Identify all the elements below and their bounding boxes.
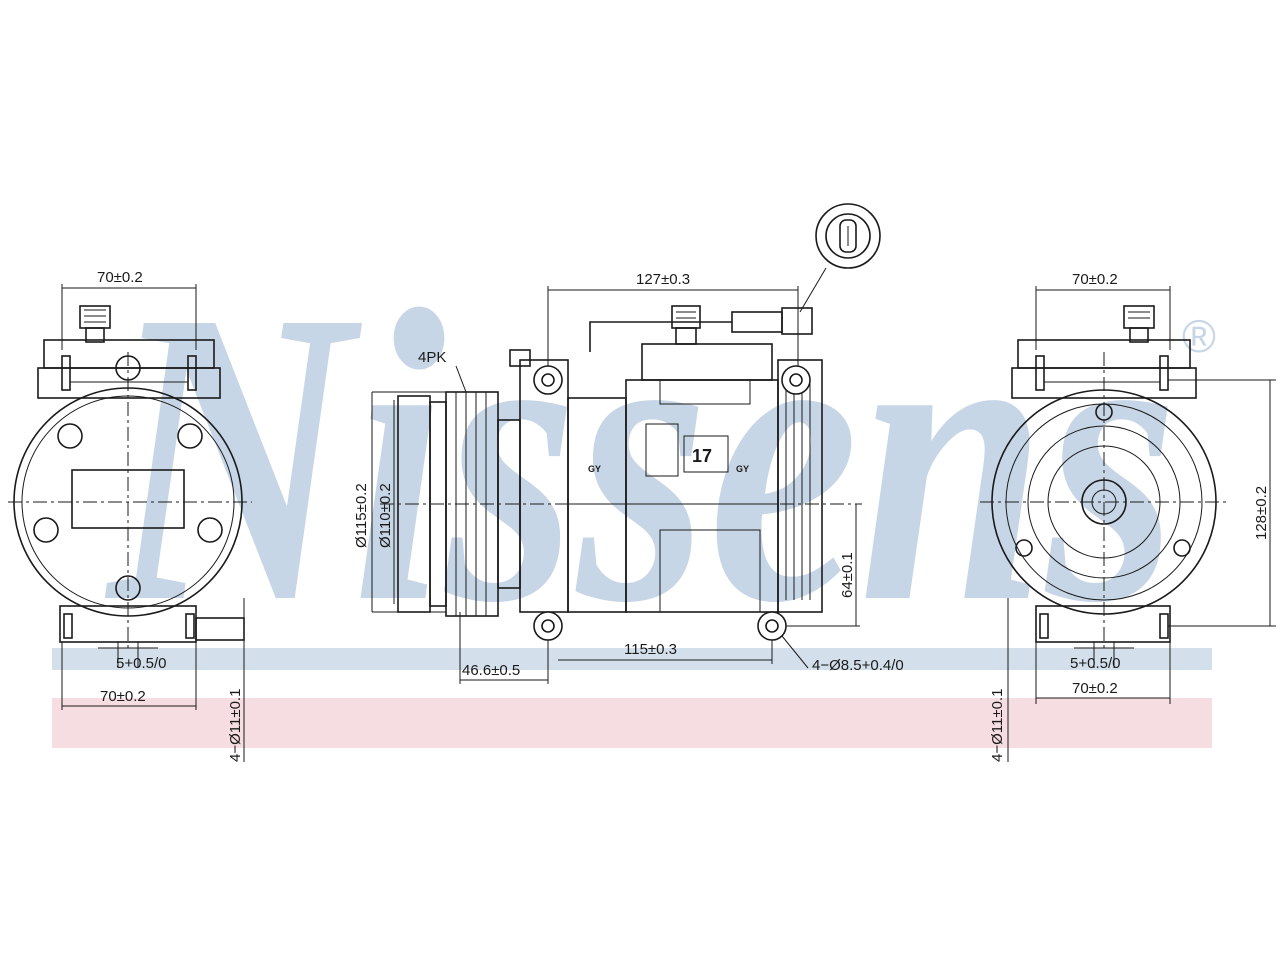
watermark: Nissens ® xyxy=(52,224,1216,748)
port-mark-1: GY xyxy=(588,464,601,474)
middle-dim-height: 64±0.1 xyxy=(839,552,856,598)
body-number: 17 xyxy=(692,446,712,466)
middle-dim-offset: 46.6±0.5 xyxy=(462,662,520,679)
port-mark-2: GY xyxy=(736,464,749,474)
right-dim-top: 70±0.2 xyxy=(1072,271,1118,288)
left-dim-hole: 4−Ø11±0.1 xyxy=(227,689,244,762)
middle-dim-length: 127±0.3 xyxy=(636,271,690,288)
right-dim-slot: 5+0.5/0 xyxy=(1070,655,1120,672)
left-dim-top: 70±0.2 xyxy=(97,269,143,286)
label-belt: 4PK xyxy=(418,349,446,366)
watermark-registered-mark: ® xyxy=(1182,310,1216,362)
middle-dim-holes: 4−Ø8.5+0.4/0 xyxy=(812,657,904,674)
middle-dim-span: 115±0.3 xyxy=(624,641,677,658)
right-dim-hole: 4−Ø11±0.1 xyxy=(989,689,1006,762)
left-dim-slot: 5+0.5/0 xyxy=(116,655,166,672)
watermark-blue-band xyxy=(52,648,1212,670)
left-view: 70±0.2 5+0.5/0 xyxy=(8,269,252,762)
watermark-red-band xyxy=(52,698,1212,748)
right-view: 70±0.2 128±0.2 xyxy=(980,271,1276,762)
middle-dim-dia-outer: Ø115±0.2 xyxy=(353,483,370,548)
right-dim-bottom: 70±0.2 xyxy=(1072,680,1118,697)
middle-view: 127±0.3 17 GY GY xyxy=(353,203,904,684)
right-dim-height: 128±0.2 xyxy=(1253,486,1270,540)
middle-dim-dia-inner: Ø110±0.2 xyxy=(377,483,394,548)
left-dim-bottom: 70±0.2 xyxy=(100,688,146,705)
